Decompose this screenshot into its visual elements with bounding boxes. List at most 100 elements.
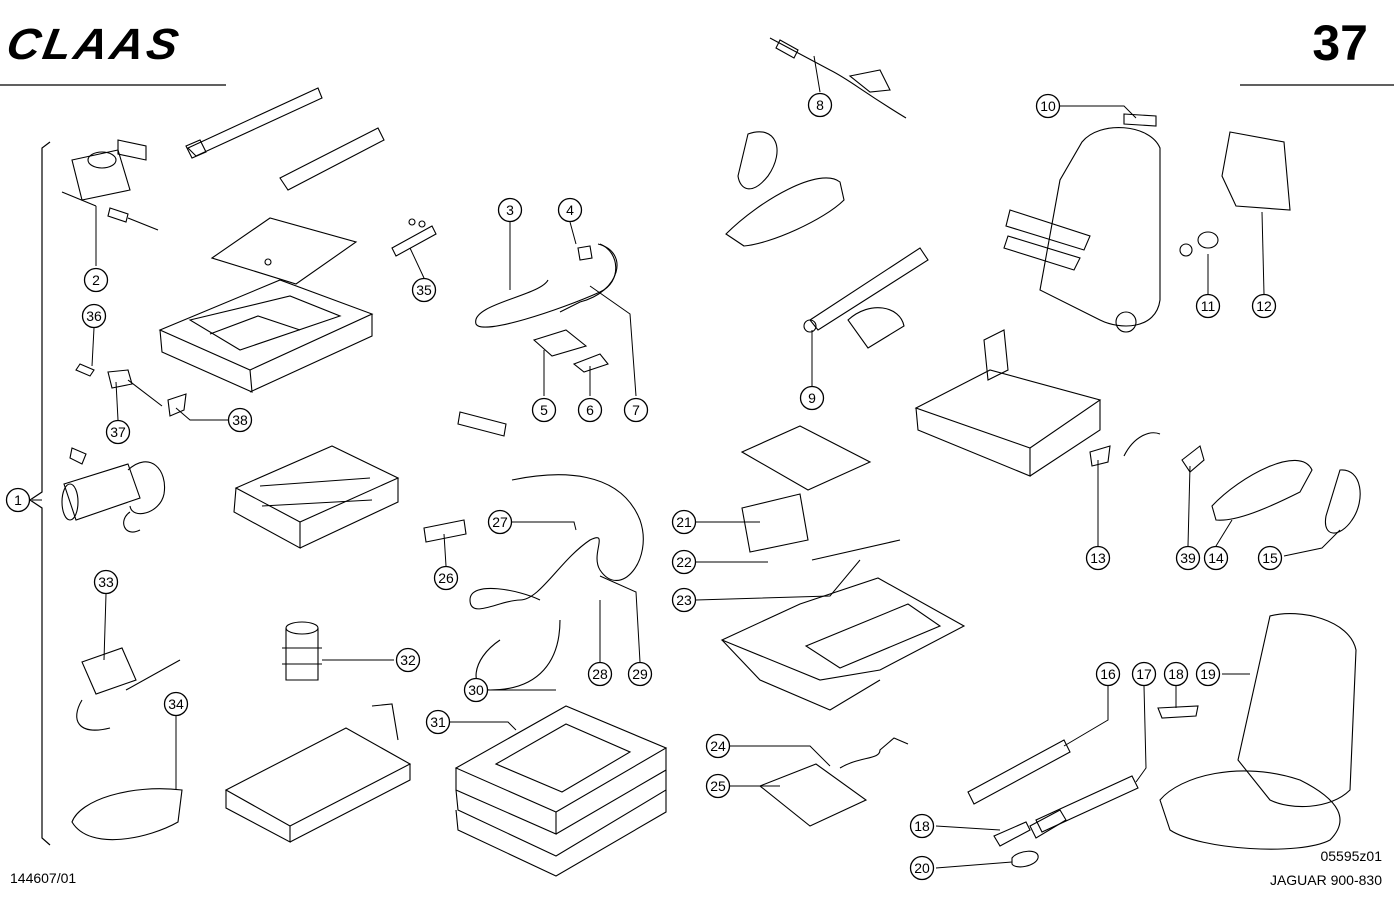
callout-circle [1163,661,1189,687]
callout-circle [83,267,109,293]
callout-35: 35 [411,277,437,303]
callout-label: 38 [232,412,248,428]
callout-label: 35 [416,282,432,298]
callout-label: 33 [98,574,114,590]
callout-14: 14 [1203,545,1229,571]
rail-parts [185,87,385,191]
callout-circle [227,407,253,433]
callout-label: 17 [1136,666,1152,682]
callout-27: 27 [487,509,513,535]
handle-20 [1011,850,1039,868]
callout-circle [5,487,31,513]
callout-39: 39 [1175,545,1201,571]
callout-label: 1 [14,492,22,508]
bellows-part [282,621,322,681]
callout-circle [1195,293,1221,319]
callout-circle [671,509,697,535]
callout-label: 12 [1256,298,1272,314]
callout-2: 2 [83,267,109,293]
small-parts-36-37 [75,363,187,417]
lever-5 [532,329,588,357]
callout-circle [1085,545,1111,571]
callout-circle [411,277,437,303]
bellows-box [454,705,668,877]
callout-label: 10 [1040,98,1056,114]
callout-23: 23 [671,587,697,613]
part-drawings [61,37,1361,877]
rail-16 [967,739,1071,805]
shock-absorber [391,218,437,257]
plate-39 [1181,445,1205,473]
armrest-left [725,131,845,247]
callout-circle [1257,545,1283,571]
callout-1: 1 [5,487,31,513]
callout-circle [1175,545,1201,571]
callout-circle [587,661,613,687]
callout-31: 31 [425,709,451,735]
seat-frame-middle [914,329,1102,477]
callout-38: 38 [227,407,253,433]
callout-circle [531,397,557,423]
seat-pan-23 [720,539,966,711]
callout-circle [425,709,451,735]
rail-17 [1029,775,1139,839]
callout-label: 32 [400,652,416,668]
callout-13: 13 [1085,545,1111,571]
callout-circle [105,419,131,445]
assembly-bracket [28,141,51,846]
bracket-18-bottom [993,821,1031,847]
callout-circle [799,385,825,411]
callout-circle [577,397,603,423]
callout-label: 6 [586,402,594,418]
callout-label: 18 [1168,666,1184,682]
callout-circle [627,661,653,687]
callout-circle [81,303,107,329]
page-number: 37 [1312,15,1368,71]
cable-8 [769,37,907,119]
callout-circle [487,509,513,535]
callout-label: 15 [1262,550,1278,566]
callout-label: 23 [676,592,692,608]
model-label: JAGUAR 900-830 [1269,872,1382,888]
callout-16: 16 [1095,661,1121,687]
callout-label: 29 [632,666,648,682]
callout-circle [909,855,935,881]
callout-label: 37 [110,424,126,440]
callout-20: 20 [909,855,935,881]
callout-label: 5 [540,402,548,418]
callout-circle [807,92,833,118]
callout-label: 7 [632,402,640,418]
callout-11: 11 [1195,293,1221,319]
callout-label: 4 [566,202,574,218]
callout-label: 9 [808,390,816,406]
callout-circle [463,677,489,703]
callout-label: 2 [92,272,100,288]
valve-part [76,647,181,731]
callout-label: 18 [914,818,930,834]
callout-circle [557,197,583,223]
callout-label: 3 [506,202,514,218]
leader-lines [32,55,1341,869]
callout-26: 26 [433,565,459,591]
callout-32: 32 [395,647,421,673]
callout-label: 31 [430,714,446,730]
callout-label: 19 [1200,666,1216,682]
cushion-12 [1221,131,1291,211]
callout-28: 28 [587,661,613,687]
callout-label: 39 [1180,550,1196,566]
callout-label: 34 [168,696,184,712]
bag-part [71,788,183,841]
callout-label: 27 [492,514,508,530]
callout-label: 24 [710,738,726,754]
callout-label: 13 [1090,550,1106,566]
callout-8: 8 [807,92,833,118]
callout-5: 5 [531,397,557,423]
cylinder-part [61,447,166,533]
bracket-13 [1089,445,1111,467]
callout-label: 20 [914,860,930,876]
callout-9: 9 [799,385,825,411]
cover-15 [1324,469,1361,534]
seat-frame [158,279,374,393]
